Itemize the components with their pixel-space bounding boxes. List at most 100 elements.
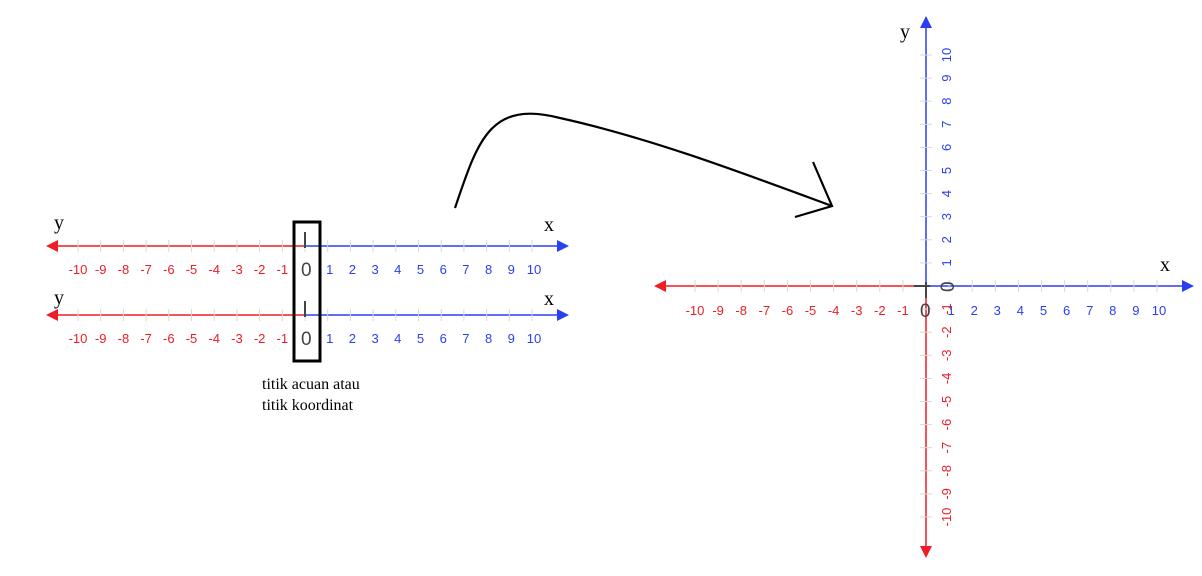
- caption-line-2: titik koordinat: [262, 397, 354, 414]
- y-tick-label-positive: 2: [939, 236, 954, 243]
- x-tick-label-negative: -5: [805, 303, 817, 318]
- y-tick-label-negative: -9: [939, 488, 954, 500]
- y-tick-label-negative: -2: [939, 326, 954, 338]
- tick-label-negative: -8: [118, 331, 130, 346]
- x-tick-label-positive: 10: [1152, 303, 1166, 318]
- tick-label-negative: -8: [118, 262, 130, 277]
- y-tick-label-positive: 9: [939, 74, 954, 81]
- tick-label-negative: -7: [140, 331, 152, 346]
- y-tick-label-negative: -10: [939, 508, 954, 527]
- x-tick-label-negative: -6: [782, 303, 794, 318]
- x-tick-label-positive: 7: [1086, 303, 1093, 318]
- x-tick-label-positive: 1: [947, 303, 954, 318]
- y-tick-label-positive: 8: [939, 98, 954, 105]
- x-axis-letter: x: [544, 288, 554, 310]
- tick-label-positive: 10: [527, 331, 541, 346]
- tick-label-positive: 7: [462, 331, 469, 346]
- plane-origin-zero-rotated: 0: [938, 281, 959, 292]
- x-tick-label-negative: -1: [897, 303, 909, 318]
- x-tick-label-positive: 9: [1132, 303, 1139, 318]
- x-tick-label-positive: 4: [1017, 303, 1024, 318]
- plane-y-axis-letter: y: [900, 21, 910, 43]
- tick-label-negative: -10: [69, 331, 88, 346]
- tick-label-positive: 2: [349, 262, 356, 277]
- tick-label-positive: 2: [349, 331, 356, 346]
- tick-label-negative: -9: [95, 262, 107, 277]
- tick-label-negative: -3: [231, 262, 243, 277]
- transition-arrow: [453, 112, 834, 219]
- tick-label-negative: -3: [231, 331, 243, 346]
- tick-label-positive: 1: [326, 331, 333, 346]
- x-tick-label-negative: -7: [759, 303, 771, 318]
- tick-label-positive: 5: [417, 331, 424, 346]
- y-tick-label-negative: -1: [939, 303, 954, 315]
- tick-label-negative: -2: [254, 331, 266, 346]
- origin-highlight-box: [292, 220, 322, 363]
- x-tick-label-negative: -9: [712, 303, 724, 318]
- y-tick-label-negative: -4: [939, 373, 954, 385]
- x-tick-label-positive: 5: [1040, 303, 1047, 318]
- y-axis-letter: y: [54, 287, 64, 309]
- y-tick-label-negative: -5: [939, 396, 954, 408]
- tick-label-negative: -10: [69, 262, 88, 277]
- tick-label-positive: 4: [394, 262, 401, 277]
- origin-zero-label: 0: [301, 329, 312, 350]
- tick-label-negative: -6: [163, 262, 175, 277]
- tick-label-negative: -2: [254, 262, 266, 277]
- tick-label-positive: 8: [485, 331, 492, 346]
- y-tick-label-positive: 4: [939, 190, 954, 197]
- tick-label-negative: -5: [186, 331, 198, 346]
- tick-label-negative: -5: [186, 262, 198, 277]
- caption-line-1: titik acuan atau: [262, 376, 360, 393]
- x-axis-letter: x: [544, 214, 554, 236]
- tick-label-positive: 6: [440, 331, 447, 346]
- tick-label-negative: -7: [140, 262, 152, 277]
- plane-x-axis-letter: x: [1160, 254, 1170, 276]
- x-tick-label-positive: 2: [971, 303, 978, 318]
- tick-label-positive: 3: [371, 262, 378, 277]
- y-tick-label-negative: -7: [939, 442, 954, 454]
- plane-origin-zero-label: 0: [920, 301, 931, 322]
- tick-label-positive: 8: [485, 262, 492, 277]
- tick-label-negative: -4: [208, 331, 220, 346]
- plane-tick-marks: [694, 54, 1158, 518]
- y-tick-label-positive: 6: [939, 144, 954, 151]
- tick-label-negative: -4: [208, 262, 220, 277]
- y-tick-label-negative: -8: [939, 465, 954, 477]
- x-tick-label-positive: 3: [994, 303, 1001, 318]
- x-tick-label-negative: -4: [828, 303, 840, 318]
- x-tick-label-positive: 8: [1109, 303, 1116, 318]
- tick-marks: [77, 301, 533, 321]
- tick-label-positive: 1: [326, 262, 333, 277]
- tick-label-negative: -1: [277, 331, 289, 346]
- x-tick-label-negative: -8: [735, 303, 747, 318]
- tick-label-positive: 10: [527, 262, 541, 277]
- tick-label-positive: 7: [462, 262, 469, 277]
- y-tick-label-positive: 1: [939, 259, 954, 266]
- tick-label-positive: 9: [508, 262, 515, 277]
- y-axis-letter: y: [54, 212, 64, 234]
- tick-label-positive: 4: [394, 331, 401, 346]
- tick-marks: [77, 232, 533, 252]
- y-tick-label-positive: 7: [939, 121, 954, 128]
- y-tick-label-positive: 10: [939, 48, 954, 62]
- x-tick-label-negative: -3: [851, 303, 863, 318]
- y-tick-label-positive: 3: [939, 213, 954, 220]
- y-tick-label-positive: 5: [939, 167, 954, 174]
- tick-label-positive: 9: [508, 331, 515, 346]
- tick-label-positive: 3: [371, 331, 378, 346]
- x-tick-label-negative: -10: [686, 303, 705, 318]
- tick-label-negative: -6: [163, 331, 175, 346]
- y-tick-label-negative: -3: [939, 350, 954, 362]
- x-tick-label-negative: -2: [874, 303, 886, 318]
- tick-label-negative: -1: [277, 262, 289, 277]
- origin-zero-label: 0: [301, 260, 312, 281]
